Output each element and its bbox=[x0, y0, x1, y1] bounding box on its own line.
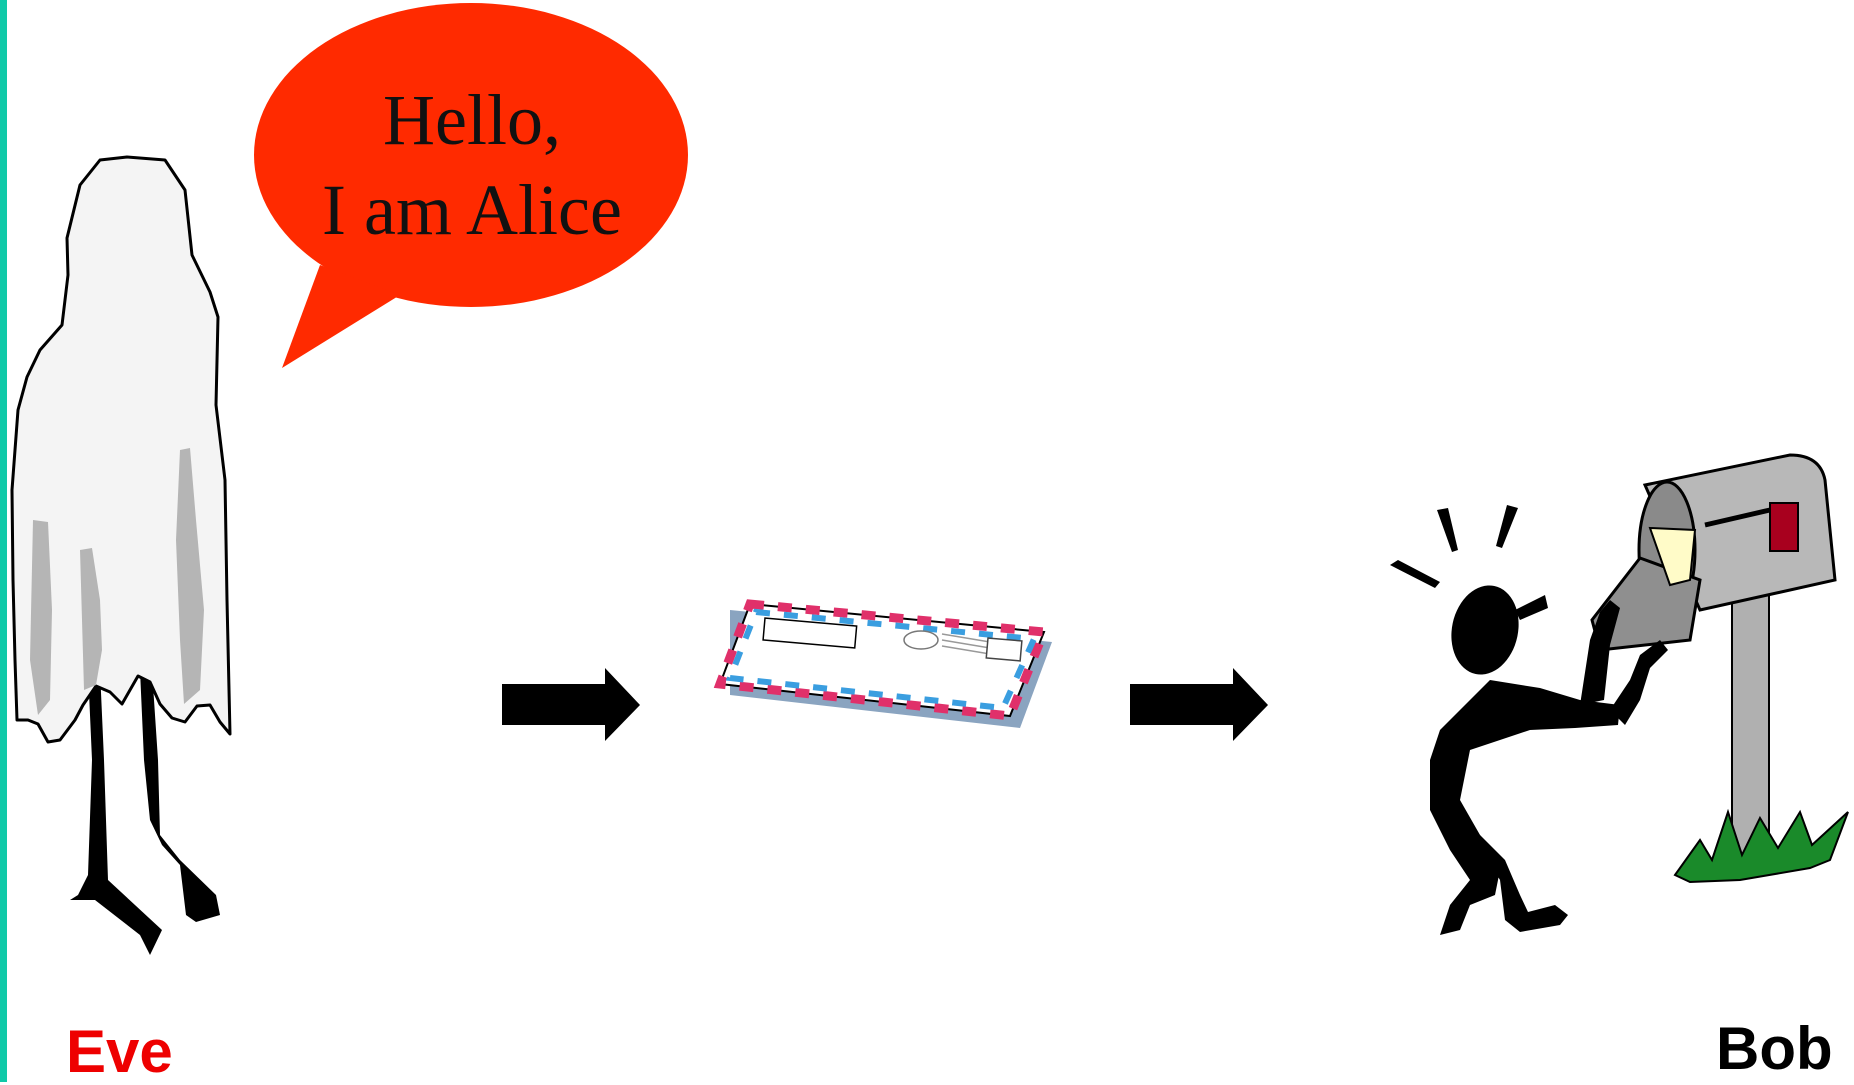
speech-bubble-text: Hello, I am Alice bbox=[262, 75, 682, 255]
arrow-icon bbox=[502, 668, 640, 741]
envelope-icon bbox=[713, 599, 1052, 728]
mailbox-icon bbox=[1590, 453, 1837, 871]
grass-icon bbox=[1673, 808, 1849, 884]
speech-line-1: Hello, bbox=[383, 80, 561, 160]
bob-label: Bob bbox=[1716, 1015, 1833, 1082]
stick-figure-icon bbox=[1390, 505, 1668, 935]
speech-bubble bbox=[254, 3, 688, 368]
speech-line-2: I am Alice bbox=[322, 170, 622, 250]
ghost-icon bbox=[10, 155, 232, 955]
accent-rule bbox=[0, 0, 7, 1082]
arrow-icon bbox=[1130, 668, 1268, 741]
eve-label: Eve bbox=[66, 1018, 173, 1085]
